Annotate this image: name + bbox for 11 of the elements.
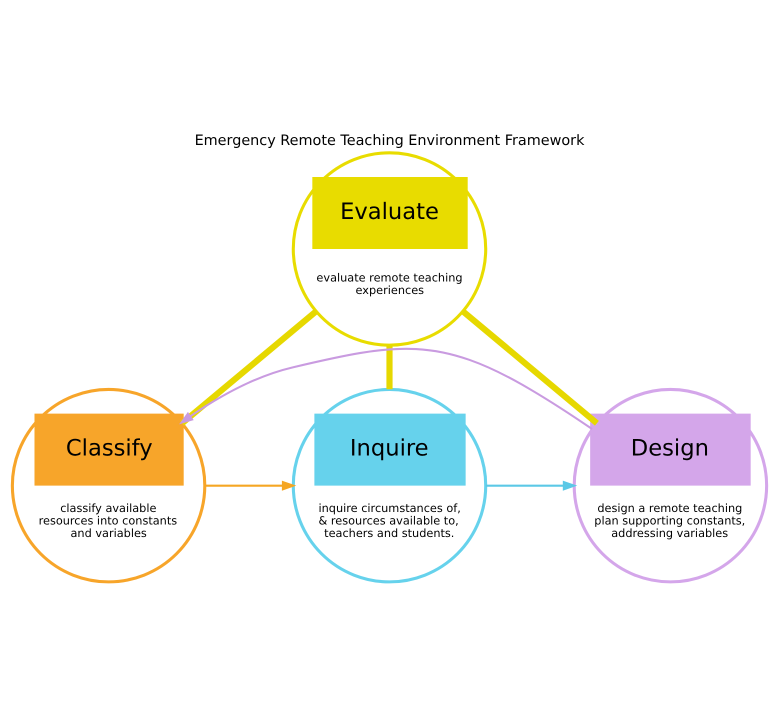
arrow <box>179 348 593 430</box>
arrow <box>204 480 296 491</box>
node-circle: Evaluate evaluate remote teaching experiences <box>292 151 488 347</box>
diagram-title: Emergency Remote Teaching Environment Framework <box>194 132 584 149</box>
connector <box>386 345 393 390</box>
node-circle: Classify classify available resources into constants and variables <box>10 388 206 584</box>
node-circle: Design design a remote teaching plan supporting constants, addressing variables <box>572 388 768 584</box>
connector <box>180 309 318 426</box>
connector <box>460 309 599 426</box>
arrow <box>486 480 578 491</box>
node-circle: Inquire inquire circumstances of, & resources available to, teachers and students. <box>292 388 488 584</box>
